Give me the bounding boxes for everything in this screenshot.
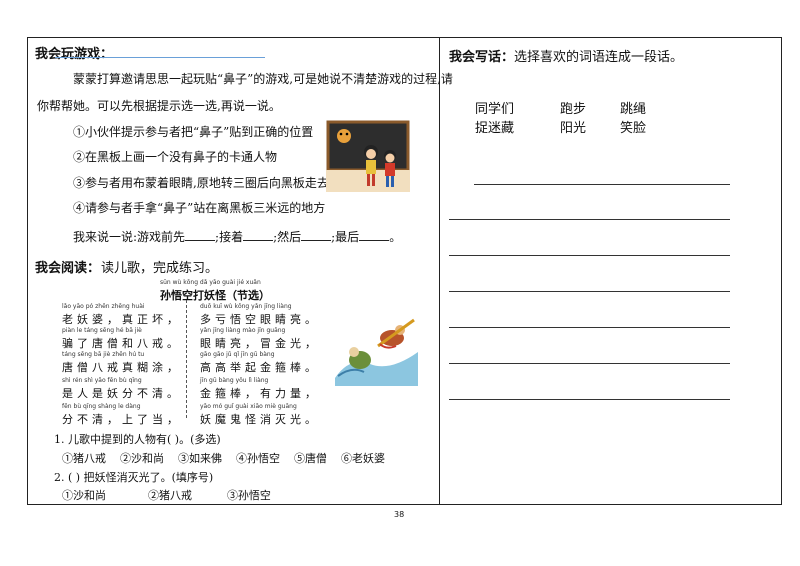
poem-right-line-2: 眼睛亮，冒金光， [200,337,320,350]
q1-option-3[interactable]: ③如来佛 [178,452,222,465]
blank-3[interactable] [301,230,332,241]
writing-line-7[interactable] [449,399,730,400]
poem-right-pinyin-1: duō kuī wù kōng yǎn jīng liàng [200,303,292,310]
question-1-options: ①猪八戒 ②沙和尚 ③如来佛 ④孙悟空 ⑤唐僧 ⑥老妖婆 [62,450,385,466]
poem-right-pinyin-4: jīn gū bàng yǒu lì liàng [200,377,269,384]
poem-title: 孙悟空打妖怪（节选） [160,289,270,302]
poem-left-line-5: 分不清，上了当， [62,413,182,426]
game-say-line: 我来说一说:游戏前先;接着;然后;最后。 [73,230,402,244]
poem-left-line-1: 老妖婆，真正坏， [62,313,182,326]
question-2: 2. ( ) 把妖怪消灭光了。(填序号) [54,471,214,484]
writing-line-4[interactable] [449,291,730,292]
column-divider [439,37,440,505]
poem-left-pinyin-4: shì rén shì yāo fēn bù qīng [62,377,142,384]
blank-4[interactable] [359,230,390,241]
game-step-4: ④请参与者手拿“鼻子”站在离黑板三米远的地方 [73,201,326,215]
game-step-2: ②在黑板上画一个没有鼻子的卡通人物 [73,150,278,164]
word-hide-and-seek: 捉迷藏 [475,121,515,136]
writing-line-6[interactable] [449,363,730,364]
poem-left-line-3: 唐僧八戒真糊涂， [62,361,182,374]
reading-instruction: 读儿歌，完成练习。 [101,261,219,276]
monkey-king-illustration [335,318,418,386]
poem-column-divider [186,300,187,418]
poem-left-line-4: 是人是妖分不清。 [62,387,182,400]
poem-title-pinyin: sūn wù kōng dǎ yāo guài jié xuǎn [160,279,261,286]
game-section-title: 我会玩游戏： [35,47,114,62]
q2-option-1[interactable]: ①沙和尚 [62,489,106,502]
writing-line-5[interactable] [449,327,730,328]
writing-section-title: 我会写话： [449,50,515,65]
game-intro-line1: 蒙蒙打算邀请思思一起玩贴“鼻子”的游戏,可是她说不清楚游戏的过程,请 [73,72,453,86]
word-running: 跑步 [560,102,587,117]
poem-left-pinyin-1: lǎo yāo pó zhēn zhēng huài [62,303,145,310]
page-frame [27,37,782,505]
poem-left-pinyin-5: fēn bù qīng shàng le dàng [62,403,141,410]
word-sunshine: 阳光 [560,121,587,136]
blank-2[interactable] [243,230,274,241]
word-jump-rope: 跳绳 [620,102,647,117]
writing-line-2[interactable] [449,219,730,220]
poem-right-pinyin-3: gāo gāo jǔ qǐ jīn gū bàng [200,351,275,358]
poem-right-pinyin-2: yǎn jīng liàng mào jīn guāng [200,327,286,334]
reading-section-title: 我会阅读： [35,261,101,276]
game-step-1: ①小伙伴提示参与者把“鼻子”贴到正确的位置 [73,125,314,139]
writing-instruction: 选择喜欢的词语连成一段话。 [514,50,684,65]
q1-option-4[interactable]: ④孙悟空 [236,452,280,465]
blank-1[interactable] [185,230,216,241]
game-step-3: ③参与者用布蒙着眼睛,原地转三圈后向黑板走去 [73,176,329,190]
poem-left-pinyin-2: piàn le táng sēng hé bā jiè [62,327,142,334]
page-number: 38 [394,510,405,519]
poem-right-line-3: 高高举起金箍棒。 [200,361,320,374]
word-smiling-face: 笑脸 [620,121,647,136]
poem-left-line-2: 骗了唐僧和八戒。 [62,337,182,350]
writing-line-3[interactable] [449,255,730,256]
poem-right-line-5: 妖魔鬼怪消灭光。 [200,413,320,426]
q2-option-2[interactable]: ②猪八戒 [147,489,192,502]
q1-option-6[interactable]: ⑥老妖婆 [341,452,385,465]
q1-option-1[interactable]: ①猪八戒 [62,452,106,465]
poem-right-pinyin-5: yāo mó guǐ guài xiāo miè guāng [200,403,297,410]
poem-left-pinyin-3: táng sēng bā jiè zhēn hú tu [62,351,145,358]
word-classmates: 同学们 [475,102,515,117]
q1-option-2[interactable]: ②沙和尚 [120,452,164,465]
chalkboard-kids-illustration [326,120,410,192]
writing-section-header: 我会写话：选择喜欢的词语连成一段话。 [449,46,683,65]
writing-line-1[interactable] [474,184,730,185]
poem-right-line-4: 金箍棒，有力量， [200,387,320,400]
question-1: 1. 儿歌中提到的人物有( )。(多选) [54,433,221,446]
poem-right-line-1: 多亏悟空眼睛亮。 [200,313,320,326]
game-intro-line2: 你帮帮她。可以先根据提示选一选,再说一说。 [37,99,281,113]
title-underline [55,57,265,58]
question-2-options: ①沙和尚 ②猪八戒 ③孙悟空 [62,487,271,503]
q2-option-3[interactable]: ③孙悟空 [226,489,271,502]
q1-option-5[interactable]: ⑤唐僧 [294,452,327,465]
